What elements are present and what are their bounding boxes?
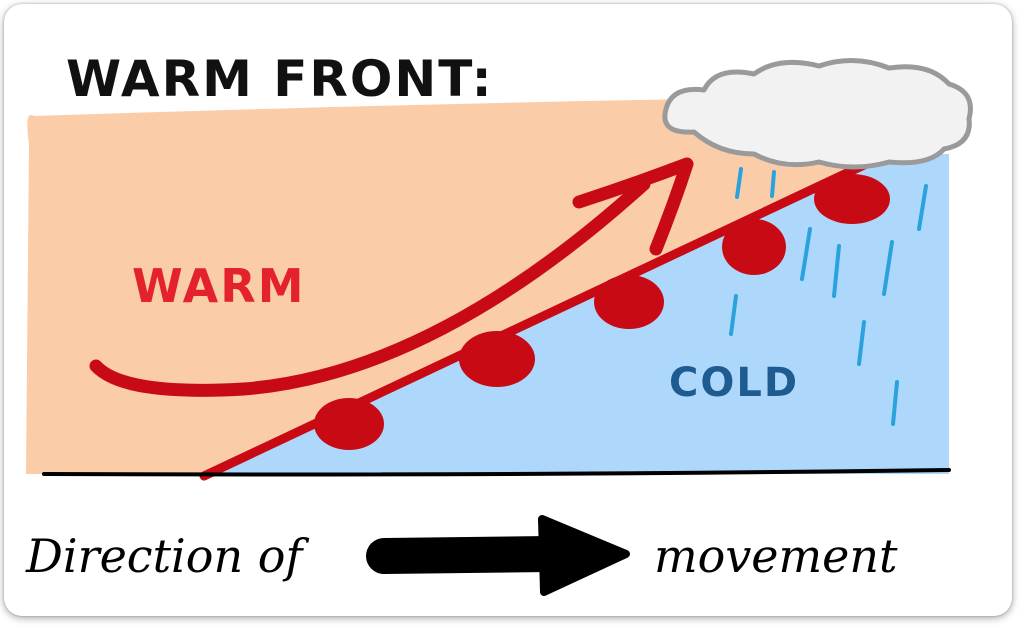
- ground-line: [42, 468, 951, 477]
- front-bump: [722, 219, 786, 275]
- warm-air-arrow-icon: [89, 157, 694, 397]
- caption-movement: movement: [654, 529, 898, 583]
- diagram-card: WARM FRONT: WARM COLD Direction of movem…: [4, 4, 1012, 616]
- warm-air-region: [26, 99, 864, 474]
- cold-air-label: COLD: [669, 360, 799, 406]
- rain-icon: [729, 167, 928, 426]
- caption-direction: Direction of: [25, 529, 309, 583]
- arrow-right-icon: [366, 515, 630, 596]
- diagram-title: WARM FRONT:: [66, 50, 494, 108]
- cloud-icon: [662, 57, 973, 170]
- front-bump: [814, 174, 890, 224]
- warm-front-diagram: WARM FRONT: WARM COLD Direction of movem…: [25, 50, 973, 596]
- warm-air-label: WARM: [132, 259, 305, 313]
- front-boundary-line: [199, 159, 871, 481]
